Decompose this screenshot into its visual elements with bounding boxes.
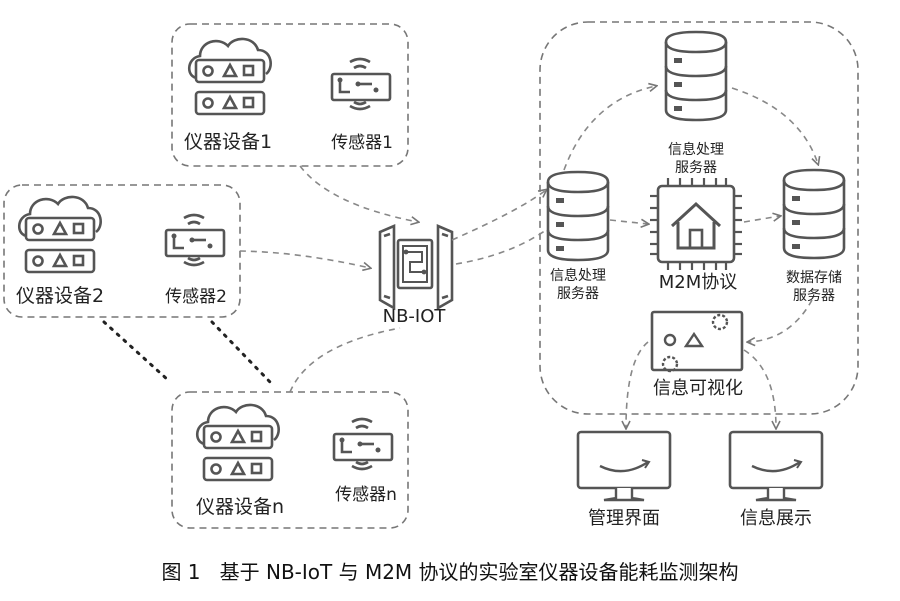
instrument-label-1: 仪器设备1 [184,131,272,153]
sensor-label-1: 传感器1 [331,133,393,153]
ellipsis-dots-right [210,320,272,384]
sensor-label-2: 传感器2 [165,287,227,307]
link-chip-to-storage [743,216,780,223]
link-top-server-to-storage [731,87,818,164]
figure-caption: 图 1 基于 NB-IoT 与 M2M 协议的实验室仪器设备能耗监测架构 [0,556,900,585]
ellipsis-dots-left [102,320,170,382]
link-group2-to-gateway [239,250,370,268]
server-top-label-line1: 信息处理 [668,141,724,158]
link-visualization-to-management [626,341,649,428]
link-storage-to-visualization [748,299,813,342]
sensor-icon [332,417,394,471]
figure-number: 图 1 [161,560,201,584]
figure-title: 基于 NB-IoT 与 M2M 协议的实验室仪器设备能耗监测架构 [219,560,739,584]
link-visualization-to-display [743,349,776,428]
sensor-icon [330,57,392,111]
instrument-cloud-icon [187,37,272,116]
server-right-label-line2: 服务器 [793,288,835,304]
processing-server-left-icon [546,170,610,262]
visualization-panel-icon [650,310,744,373]
link-group1-to-gateway [299,165,418,222]
server-right-label-line1: 数据存储 [786,270,842,286]
storage-server-icon [782,168,846,260]
sensor-label-n: 传感器n [335,485,397,505]
instrument-group-1 [171,23,409,167]
visualization-label: 信息可视化 [653,378,743,399]
nb-iot-gateway-icon [378,224,454,311]
server-left-label-line1: 信息处理 [550,267,606,284]
link-left-server-to-chip [609,220,648,224]
link-gateway-to-cluster-lower [455,229,547,265]
instrument-label-2: 仪器设备2 [16,285,104,307]
sensor-icon [164,213,226,267]
management-monitor-icon [576,430,672,502]
management-interface-label: 管理界面 [588,508,660,529]
link-groupn-to-gateway [289,327,401,393]
m2m-chip-icon [650,178,742,270]
gateway-label: NB-IOT [383,306,447,327]
server-cluster-box [539,21,859,415]
info-display-label: 信息展示 [740,508,812,529]
server-top-label-line2: 服务器 [675,160,717,176]
processing-server-top-icon [664,30,728,122]
instrument-label-n: 仪器设备n [196,496,284,518]
server-left-label-line2: 服务器 [557,286,599,302]
instrument-cloud-icon [17,195,102,274]
link-left-server-to-top-server [563,86,656,171]
m2m-protocol-label: M2M协议 [659,272,738,293]
link-gateway-to-cluster-upper [451,190,546,241]
instrument-cloud-icon [195,403,280,482]
display-monitor-icon [728,430,824,502]
